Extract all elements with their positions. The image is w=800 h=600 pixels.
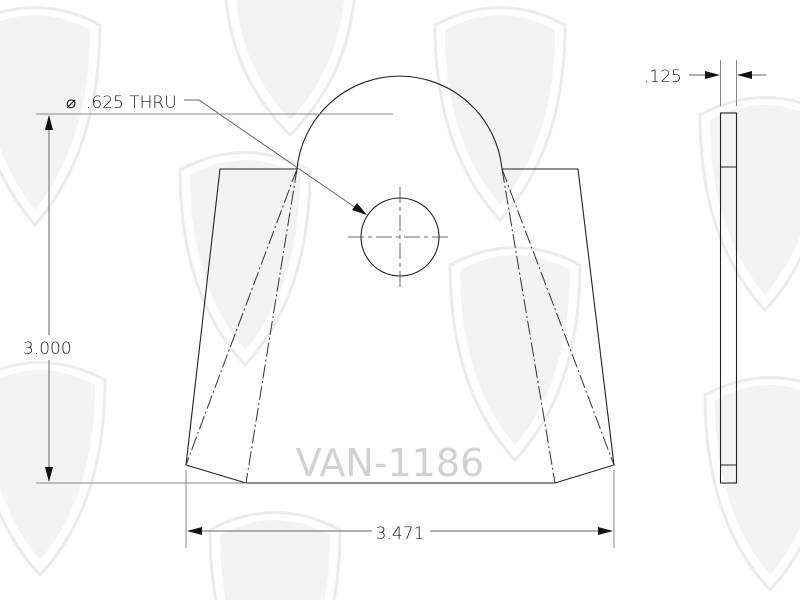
arrow-left-icon <box>737 71 752 79</box>
side-view <box>719 112 738 484</box>
thickness-dimension: .125 <box>644 60 766 106</box>
watermark-shield-icon <box>208 511 342 600</box>
bend-line-right-outer <box>501 168 615 466</box>
hole-leader-line <box>184 99 357 209</box>
side-view-outline <box>719 112 738 484</box>
bend-line-left-outer <box>185 168 298 466</box>
leader-arrowhead-icon <box>352 203 367 215</box>
height-dim-text: 3.000 <box>23 339 72 359</box>
hole-diameter-symbol: ⌀ <box>66 93 76 113</box>
part-number-label: VAN-1186 <box>296 441 484 485</box>
arrow-right-icon <box>705 71 720 79</box>
height-dimension: 3.000 <box>23 113 393 484</box>
front-view <box>185 75 615 484</box>
width-dim-text: 3.471 <box>376 524 425 544</box>
bend-line-left-inner <box>245 168 298 484</box>
watermark-shield-icon <box>0 6 102 228</box>
watermark-shield-icon <box>224 0 356 138</box>
thickness-dim-text: .125 <box>644 67 682 87</box>
watermark-shield-icon <box>448 246 582 463</box>
hole-callout: ⌀ .625 THRU <box>66 93 367 215</box>
hole-callout-text: .625 THRU <box>86 93 177 113</box>
width-dimension: 3.471 <box>185 470 615 548</box>
part-outline <box>185 75 615 484</box>
watermark-shield-icon <box>698 96 800 313</box>
arrow-up-icon <box>45 115 53 130</box>
watermark-shield-icon <box>703 376 800 593</box>
arrow-right-icon <box>598 527 613 535</box>
watermark-shield-icon <box>178 151 312 368</box>
watermark-shield-icon <box>433 6 567 223</box>
arrow-down-icon <box>45 467 53 482</box>
arrow-left-icon <box>187 527 202 535</box>
watermark-shield-icon <box>0 361 107 578</box>
bend-line-right-inner <box>501 168 556 484</box>
